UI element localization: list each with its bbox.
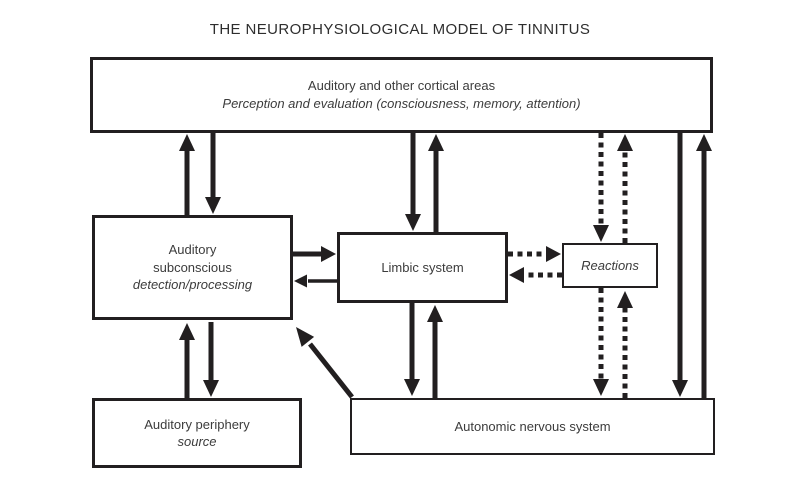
node-label: Reactions: [581, 257, 639, 273]
edge-autonomic-to-limbic: [427, 305, 443, 398]
edge-reactions-to-limbic: [509, 267, 562, 283]
node-reactions: Reactions: [562, 243, 658, 288]
edge-cortical-to-subconscious: [205, 133, 221, 214]
diagram-title: THE NEUROPHYSIOLOGICAL MODEL OF TINNITUS: [209, 21, 591, 38]
edge-autonomic-to-subconscious: [296, 327, 354, 399]
node-label: Limbic system: [381, 259, 464, 275]
edge-subconscious-to-limbic: [293, 246, 336, 262]
edge-cortical-to-limbic: [405, 133, 421, 231]
node-label: Autonomic nervous system: [454, 418, 611, 434]
node-label: Auditory: [168, 242, 217, 258]
node-auditory-cortical-areas: Auditory and other cortical areas Percep…: [90, 57, 713, 133]
node-sublabel: detection/processing: [132, 277, 253, 293]
edge-limbic-to-autonomic: [404, 303, 420, 396]
edge-subconscious-to-cortical: [179, 134, 195, 215]
node-label: Auditory and other cortical areas: [307, 78, 496, 93]
node-label: subconscious: [153, 259, 232, 275]
node-sublabel: source: [177, 434, 217, 449]
edge-limbic-to-subconscious: [294, 274, 337, 288]
edge-subconscious-to-periphery: [203, 322, 219, 397]
edge-cortical-to-reactions: [593, 133, 609, 242]
edge-limbic-to-reactions: [508, 246, 561, 262]
node-auditory-periphery: Auditory periphery source: [92, 398, 302, 468]
node-autonomic-nervous-system: Autonomic nervous system: [350, 398, 715, 455]
edge-periphery-to-subconscious: [179, 323, 195, 398]
edge-reactions-to-autonomic: [593, 288, 609, 396]
node-limbic-system: Limbic system: [337, 232, 508, 303]
edge-cortical-to-autonomic: [672, 133, 688, 397]
node-sublabel: Perception and evaluation (consciousness…: [222, 96, 581, 111]
edge-autonomic-to-cortical: [696, 134, 712, 398]
node-auditory-subconscious: Auditory subconscious detection/processi…: [92, 215, 293, 320]
node-label: Auditory periphery: [144, 416, 250, 432]
edge-reactions-to-cortical: [617, 134, 633, 243]
edge-autonomic-to-reactions: [617, 291, 633, 398]
edge-limbic-to-cortical: [428, 134, 444, 232]
